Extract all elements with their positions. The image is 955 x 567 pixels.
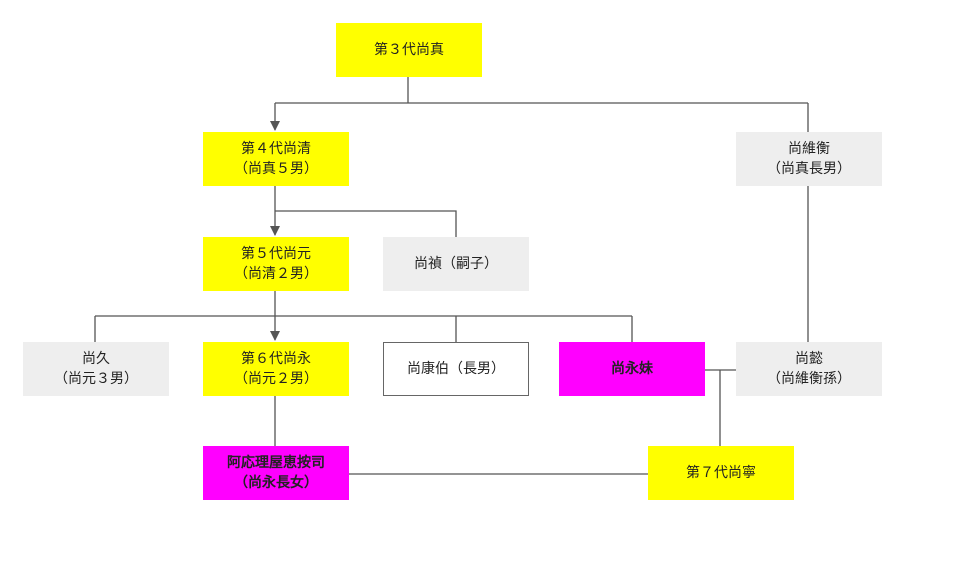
- node-shou-nei-line-1: 第７代尚寧: [686, 465, 756, 481]
- node-shou-ii: 尚維衡 （尚真長男）: [736, 132, 882, 186]
- node-shou-kouhaku: 尚康伯（長男）: [383, 342, 529, 396]
- line-to-shou-tei: [275, 210, 457, 237]
- node-shou-kyu-line-1: 尚久: [82, 351, 110, 367]
- node-ajiri-line-1: 阿応理屋恵按司: [227, 455, 325, 471]
- node-shou-ii-line-1: 尚維衡: [788, 141, 830, 157]
- node-shou-kyu: 尚久 （尚元３男）: [23, 342, 169, 396]
- node-shou-shin: 第３代尚真: [336, 23, 482, 77]
- node-shou-gen-line-1: 第５代尚元: [241, 246, 311, 262]
- node-shou-kyu-line-2: （尚元３男）: [54, 371, 138, 387]
- node-shou-ei-imouto-line-1: 尚永妹: [611, 361, 653, 377]
- node-shou-ei-line-1: 第６代尚永: [241, 351, 311, 367]
- node-shou-i-line-1: 尚懿: [795, 351, 823, 367]
- node-shou-ei-line-2: （尚元２男）: [234, 371, 318, 387]
- node-shou-ei: 第６代尚永 （尚元２男）: [203, 342, 349, 396]
- node-shou-ii-line-2: （尚真長男）: [767, 161, 851, 177]
- node-ajiri-line-2: （尚永長女）: [234, 475, 318, 491]
- node-shou-sei: 第４代尚清 （尚真５男）: [203, 132, 349, 186]
- node-shou-kouhaku-line-1: 尚康伯（長男）: [407, 361, 505, 377]
- node-shou-gen-line-2: （尚清２男）: [234, 266, 318, 282]
- node-shou-tei-line-1: 尚禎（嗣子）: [414, 256, 498, 272]
- node-shou-sei-line-1: 第４代尚清: [241, 141, 311, 157]
- node-shou-sei-line-2: （尚真５男）: [234, 161, 318, 177]
- node-ajiri: 阿応理屋恵按司 （尚永長女）: [203, 446, 349, 500]
- node-shou-i-line-2: （尚維衡孫）: [767, 371, 851, 387]
- node-shou-ei-imouto: 尚永妹: [559, 342, 705, 396]
- node-shou-tei: 尚禎（嗣子）: [383, 237, 529, 291]
- node-shou-i: 尚懿 （尚維衡孫）: [736, 342, 882, 396]
- node-shou-gen: 第５代尚元 （尚清２男）: [203, 237, 349, 291]
- node-shou-shin-line-1: 第３代尚真: [374, 42, 444, 58]
- node-shou-nei: 第７代尚寧: [648, 446, 794, 500]
